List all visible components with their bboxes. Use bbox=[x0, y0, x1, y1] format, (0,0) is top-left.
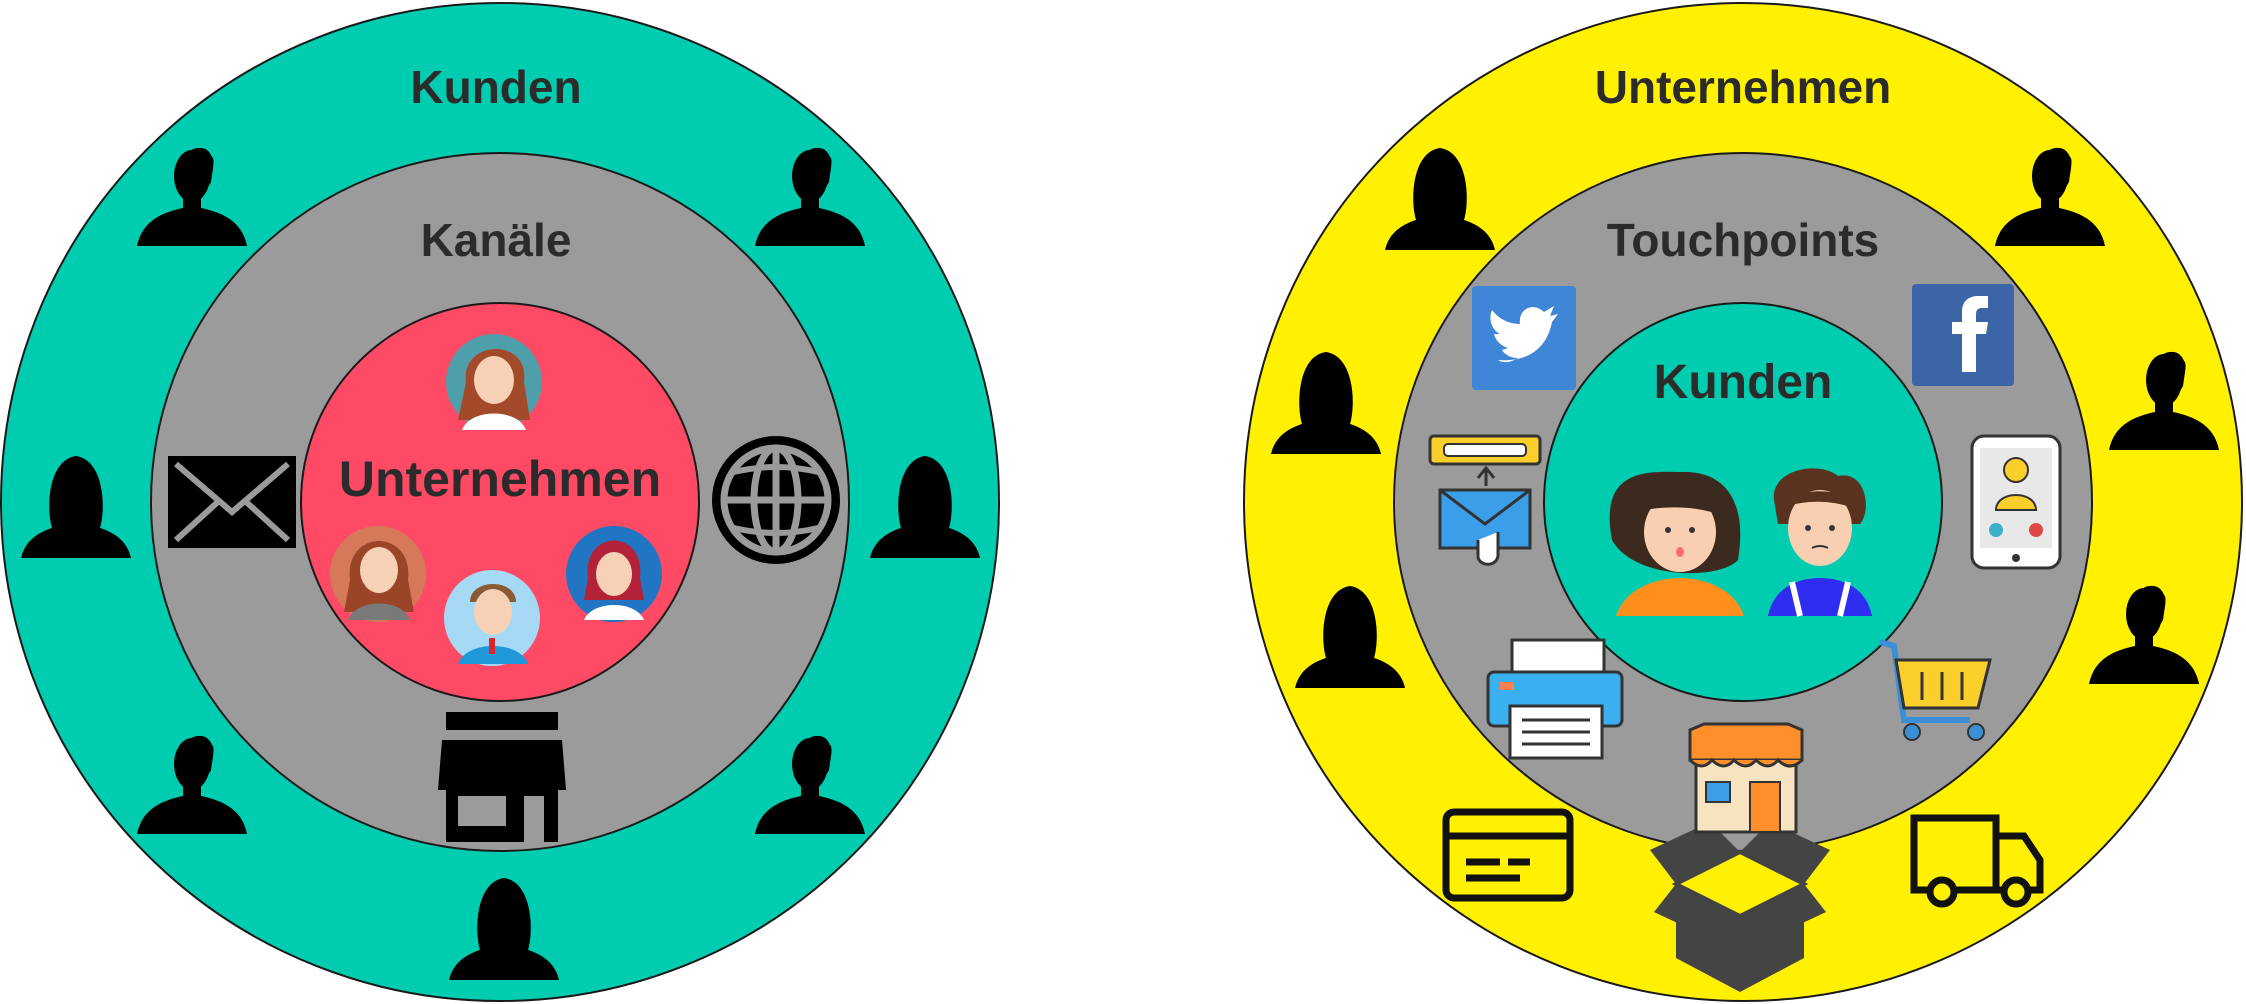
delivery-truck-icon bbox=[1910, 814, 2044, 908]
right-inner-label: Kunden bbox=[1654, 356, 1833, 409]
email-newsletter-icon bbox=[1428, 434, 1542, 566]
twitter-icon bbox=[1472, 286, 1576, 390]
envelope-icon bbox=[168, 456, 296, 548]
right-outer-label: Unternehmen bbox=[1595, 61, 1891, 113]
man-customer-icon bbox=[1768, 468, 1872, 617]
woman-avatar-icon bbox=[446, 334, 542, 430]
left-inner-label: Unternehmen bbox=[339, 451, 661, 507]
open-box-icon bbox=[1650, 822, 1830, 992]
shopping-cart-icon bbox=[1879, 639, 1992, 741]
left-outer-label: Kunden bbox=[410, 61, 581, 113]
credit-card-icon bbox=[1442, 808, 1574, 902]
right-middle-label: Touchpoints bbox=[1607, 214, 1880, 266]
woman-avatar-icon bbox=[566, 526, 662, 622]
left-diagram: Kunden Kanäle Unternehmen bbox=[0, 2, 1000, 1002]
left-middle-label: Kanäle bbox=[421, 214, 572, 266]
right-diagram: Unternehmen Touchpoints Kunden bbox=[1243, 2, 2243, 1002]
printer-icon bbox=[1486, 638, 1624, 760]
woman-avatar-icon bbox=[330, 526, 426, 622]
shop-icon bbox=[1688, 722, 1804, 834]
phone-contact-icon bbox=[1970, 434, 2062, 570]
man-avatar-icon bbox=[444, 570, 540, 666]
globe-icon bbox=[712, 436, 840, 564]
woman-customer-icon bbox=[1609, 471, 1744, 616]
storefront-icon bbox=[438, 712, 566, 842]
facebook-icon bbox=[1912, 284, 2014, 386]
